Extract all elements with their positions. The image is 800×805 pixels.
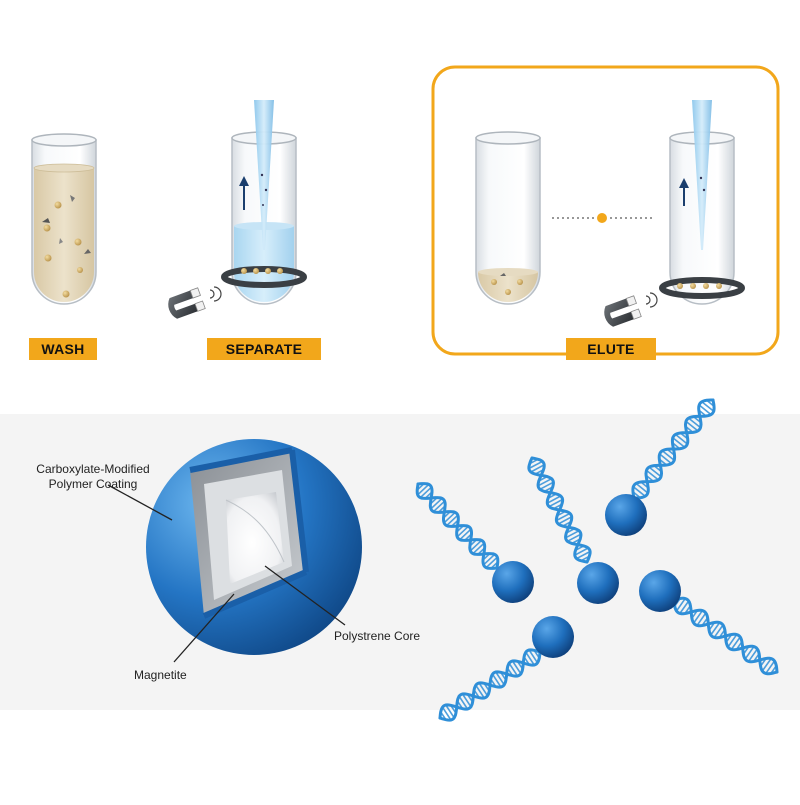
bead-group — [492, 494, 681, 658]
callout-core: Polystrene Core — [334, 629, 421, 643]
magnetic-field-icon-elute — [645, 292, 658, 308]
callout-lines — [107, 484, 346, 663]
callout-coating-line1: Carboxylate-Modified — [36, 462, 150, 476]
callout-magnetite: Magnetite — [134, 668, 187, 682]
elute-tube-right — [659, 100, 745, 305]
dna-helix — [438, 648, 542, 722]
callout-coating: Carboxylate-Modified Polymer Coating — [28, 462, 158, 492]
bead — [639, 570, 681, 612]
bead — [532, 616, 574, 658]
wash-tube — [31, 133, 97, 305]
step-label-wash: WASH — [29, 338, 97, 360]
dna-helix — [672, 596, 779, 676]
dna-strands — [415, 398, 779, 722]
magnet-icon — [168, 287, 206, 319]
step-label-separate: SEPARATE — [207, 338, 321, 360]
bead-cross-section — [146, 439, 362, 655]
bead — [605, 494, 647, 536]
elute-connector — [552, 213, 654, 223]
elute-tube-left — [475, 131, 541, 305]
dna-helix — [415, 482, 500, 570]
dna-helix — [527, 456, 592, 564]
separate-tube — [221, 100, 307, 305]
magnet-icon-elute — [604, 295, 642, 327]
magnetic-field-icon — [209, 286, 222, 302]
bottom-panel — [0, 414, 800, 710]
callout-coating-line2: Polymer Coating — [48, 477, 138, 491]
dna-helix — [631, 398, 716, 500]
step-label-elute: ELUTE — [566, 338, 656, 360]
bead — [577, 562, 619, 604]
bead — [492, 561, 534, 603]
